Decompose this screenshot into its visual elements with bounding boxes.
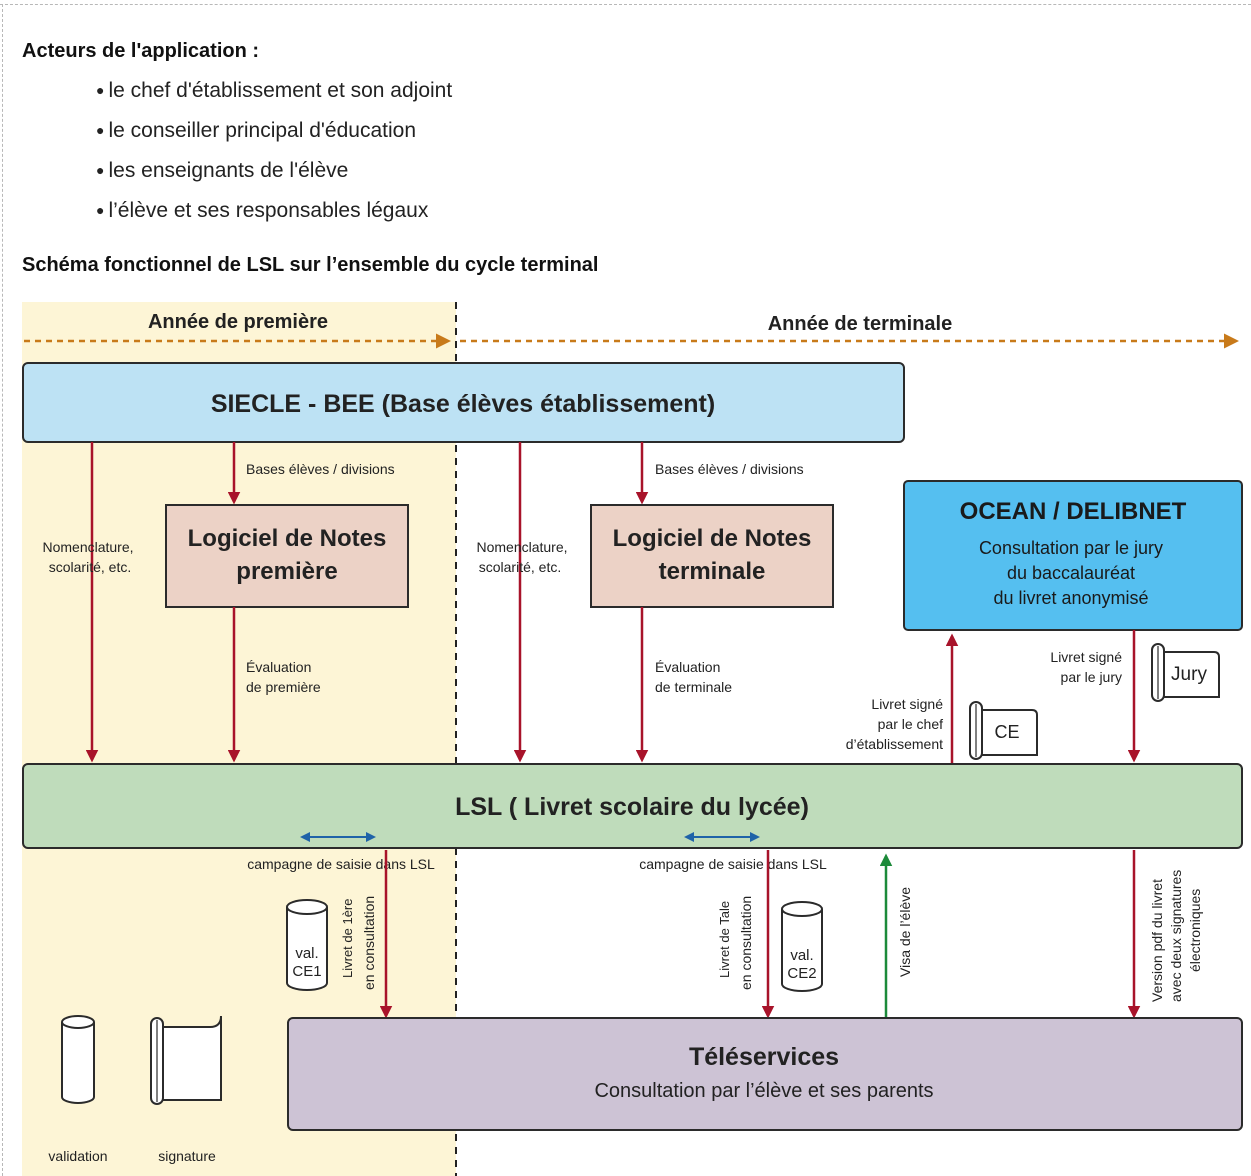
bases-label-2: Bases élèves / divisions bbox=[655, 461, 804, 477]
teleservices-box bbox=[287, 1017, 1243, 1131]
evaluation-label-1b: de première bbox=[246, 679, 321, 695]
teleservices-title: Téléservices bbox=[689, 1043, 839, 1071]
actors-list: ●le chef d'établissement et son adjoint … bbox=[96, 76, 452, 236]
ce-scroll-icon: CE bbox=[969, 701, 1038, 760]
siecle-label: SIECLE - BEE (Base élèves établissement) bbox=[211, 390, 715, 418]
bases-label-1: Bases élèves / divisions bbox=[246, 461, 395, 477]
livret-terminale-label-1: Livret de Tale bbox=[717, 901, 732, 978]
legend-validation-label: validation bbox=[48, 1148, 107, 1164]
livret-premiere-label-2: en consultation bbox=[361, 896, 377, 990]
val-ce2-line2: CE2 bbox=[787, 965, 816, 982]
notes-premiere-box bbox=[165, 504, 409, 608]
lsl-functional-diagram: Année de première Année de terminale SIE… bbox=[22, 302, 1243, 1176]
pdf-label-2: avec deux signatures bbox=[1168, 870, 1184, 1002]
list-item: ●le chef d'établissement et son adjoint bbox=[96, 79, 453, 102]
legend-signature-icon bbox=[150, 1015, 222, 1105]
signed-ce-label-1: Livret signé bbox=[871, 696, 943, 712]
val-ce1-line2: CE1 bbox=[292, 963, 321, 980]
nomenclature-label-2b: scolarité, etc. bbox=[479, 559, 561, 575]
ocean-line3: du livret anonymisé bbox=[993, 588, 1148, 608]
livret-terminale-label-2: en consultation bbox=[738, 896, 754, 990]
nomenclature-label-1b: scolarité, etc. bbox=[49, 559, 131, 575]
bullet-icon: ● bbox=[96, 82, 105, 98]
legend-signature-label: signature bbox=[158, 1148, 216, 1164]
ocean-line2: du baccalauréat bbox=[1007, 563, 1135, 583]
ce-scroll-label: CE bbox=[994, 722, 1019, 742]
pdf-label-1: Version pdf du livret bbox=[1149, 879, 1165, 1002]
ocean-line1: Consultation par le jury bbox=[979, 538, 1163, 558]
signed-jury-label-2: par le jury bbox=[1061, 669, 1122, 685]
campagne-label-2: campagne de saisie dans LSL bbox=[639, 856, 827, 872]
campagne-label-1: campagne de saisie dans LSL bbox=[247, 856, 435, 872]
timeline-premiere-label: Année de première bbox=[148, 311, 328, 333]
jury-scroll-icon: Jury bbox=[1151, 643, 1220, 702]
notes-terminale-box bbox=[590, 504, 834, 608]
notes-terminale-line1: Logiciel de Notes bbox=[613, 525, 812, 552]
nomenclature-label-2a: Nomenclature, bbox=[476, 539, 567, 555]
notes-premiere-line2: première bbox=[236, 558, 337, 585]
teleservices-subtitle: Consultation par l’élève et ses parents bbox=[594, 1080, 933, 1102]
list-item: ●le conseiller principal d'éducation bbox=[96, 119, 416, 142]
visa-label: Visa de l’élève bbox=[897, 887, 913, 977]
validation-ce2-icon: val. CE2 bbox=[781, 901, 823, 992]
bullet-icon: ● bbox=[96, 202, 105, 218]
livret-premiere-label-1: Livret de 1ère bbox=[340, 899, 355, 979]
validation-ce1-icon: val. CE1 bbox=[286, 899, 328, 991]
val-ce2-line1: val. bbox=[790, 947, 813, 964]
legend-validation-icon bbox=[61, 1015, 95, 1104]
lsl-box bbox=[22, 763, 1243, 849]
evaluation-label-1a: Évaluation bbox=[246, 659, 311, 675]
nomenclature-label-1a: Nomenclature, bbox=[42, 539, 133, 555]
ocean-title: OCEAN / DELIBNET bbox=[960, 498, 1187, 525]
evaluation-label-2b: de terminale bbox=[655, 679, 732, 695]
schema-heading: Schéma fonctionnel de LSL sur l’ensemble… bbox=[22, 254, 599, 276]
ocean-box bbox=[903, 480, 1243, 631]
list-item: ●l’élève et ses responsables légaux bbox=[96, 199, 429, 222]
signed-jury-label-1: Livret signé bbox=[1050, 649, 1122, 665]
lsl-label: LSL ( Livret scolaire du lycée) bbox=[455, 793, 809, 821]
frame-border-top bbox=[0, 4, 1251, 5]
val-ce1-line1: val. bbox=[295, 945, 318, 962]
pdf-label-3: électroniques bbox=[1187, 889, 1203, 972]
list-item: ●les enseignants de l'élève bbox=[96, 159, 349, 182]
notes-terminale-line2: terminale bbox=[659, 558, 766, 585]
frame-border-left bbox=[2, 4, 3, 1176]
timeline-terminale-label: Année de terminale bbox=[768, 313, 953, 335]
signed-ce-label-2: par le chef bbox=[878, 716, 943, 732]
siecle-box bbox=[22, 362, 905, 443]
bullet-icon: ● bbox=[96, 122, 105, 138]
bullet-icon: ● bbox=[96, 162, 105, 178]
evaluation-label-2a: Évaluation bbox=[655, 659, 720, 675]
signed-ce-label-3: d’établissement bbox=[846, 736, 943, 752]
notes-premiere-line1: Logiciel de Notes bbox=[188, 525, 387, 552]
actors-heading: Acteurs de l'application : bbox=[22, 40, 260, 62]
jury-scroll-label: Jury bbox=[1171, 664, 1207, 685]
